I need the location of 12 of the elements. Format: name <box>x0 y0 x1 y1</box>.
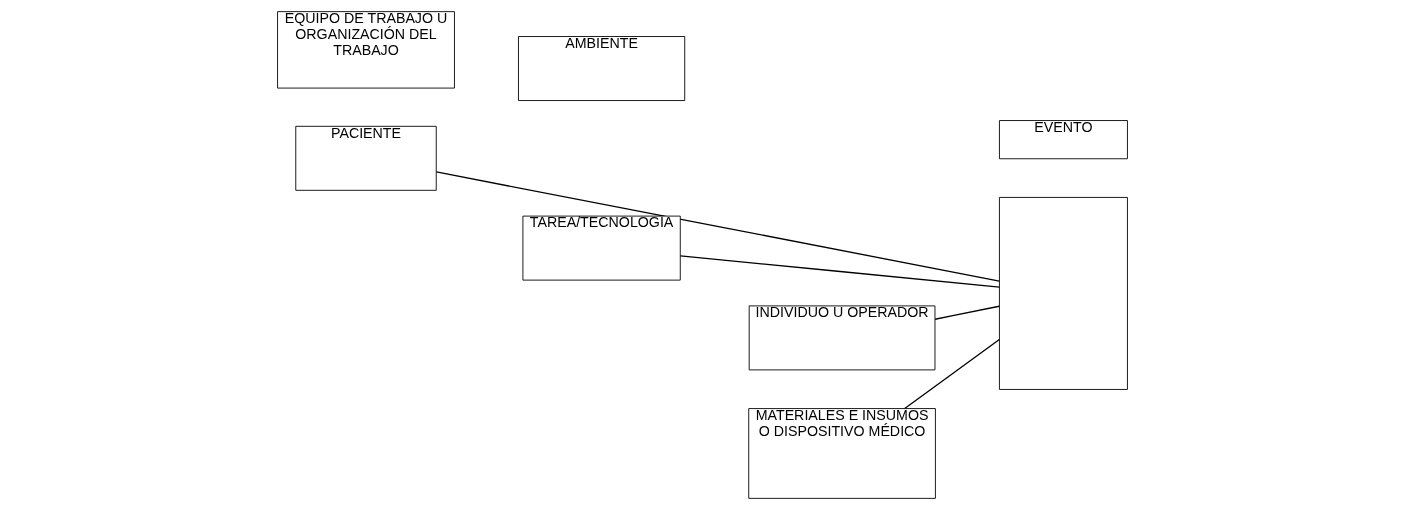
node-box: INDIVIDUO U OPERADOR <box>748 305 935 371</box>
node-box <box>998 197 1128 390</box>
connector <box>679 255 1000 288</box>
node-box: AMBIENTE <box>517 36 685 101</box>
connector <box>435 171 1000 282</box>
node-box: EQUIPO DE TRABAJO U ORGANIZACIÓN DEL TRABAJO <box>276 11 455 89</box>
node-box: MATERIALES E INSUMOS O DISPOSITIVO MÉDICO <box>747 408 936 499</box>
connector <box>933 305 1000 320</box>
node-box: TAREA/TECNOLOGIA <box>521 215 681 281</box>
connector <box>903 338 1000 410</box>
node-box: EVENTO <box>998 120 1128 160</box>
node-box: PACIENTE <box>294 125 437 191</box>
